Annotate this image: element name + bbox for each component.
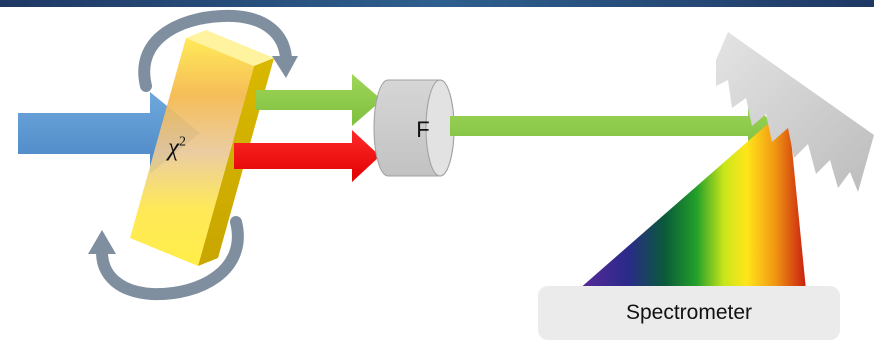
spectrometer-box: Spectrometer — [538, 286, 840, 340]
sfg-beam-arrow — [256, 74, 382, 126]
spectrometer-label: Spectrometer — [625, 301, 753, 324]
diffraction-grating — [716, 32, 874, 192]
filter-label: F — [416, 117, 430, 142]
top-bar — [0, 0, 874, 7]
crystal-order: 2 — [179, 134, 186, 150]
filter-element — [373, 79, 455, 177]
dispersed-spectrum — [578, 122, 806, 290]
crystal-label: χ2 — [168, 134, 228, 162]
crystal-symbol: χ — [168, 134, 179, 161]
filtered-beam-arrow — [450, 100, 776, 152]
residual-beam-arrow — [234, 130, 380, 182]
rotation-arrow-top — [138, 9, 298, 92]
rotation-arrow-bottom — [88, 216, 244, 301]
